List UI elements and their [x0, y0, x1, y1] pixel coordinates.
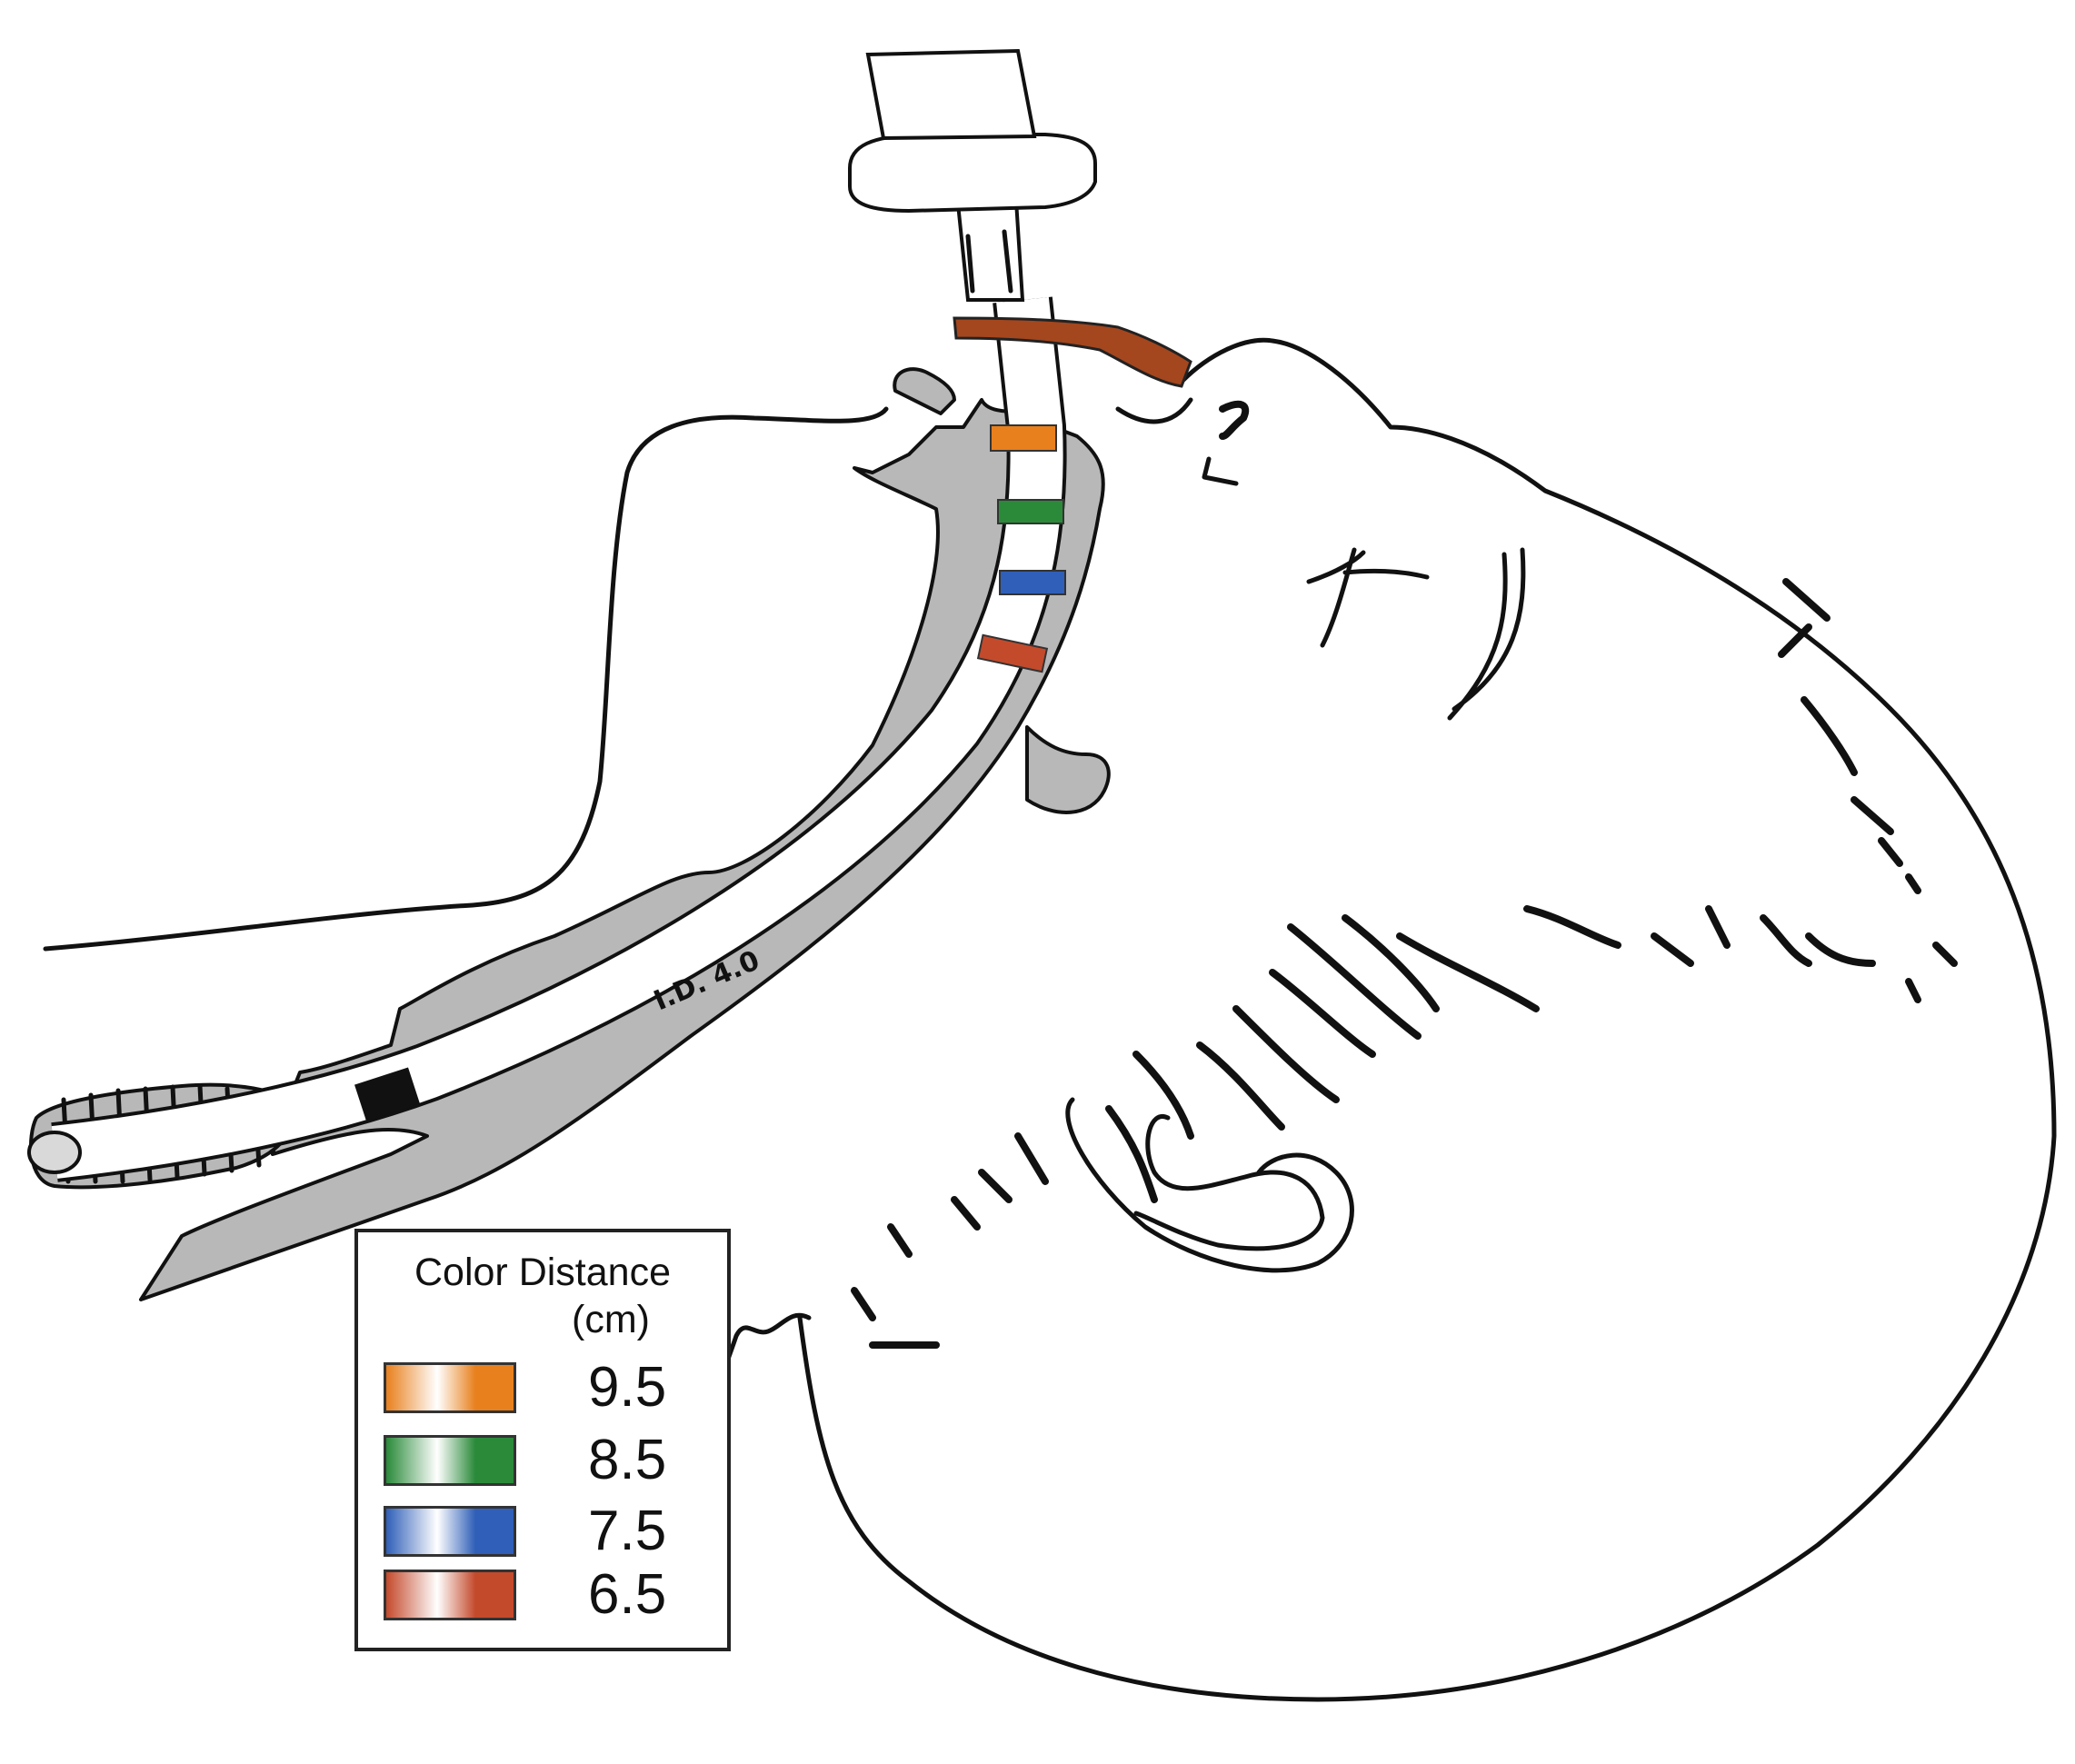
nostril-mark	[1219, 400, 1250, 440]
band-red	[976, 633, 1049, 673]
securing-tape	[953, 316, 1192, 388]
legend-value-green: 8.5	[588, 1429, 667, 1491]
legend-swatch-red	[384, 1570, 516, 1620]
legend-value-blue: 7.5	[588, 1500, 667, 1562]
epiglottis	[893, 367, 956, 415]
endotracheal-tube	[51, 296, 1063, 1179]
body-outline	[43, 406, 889, 952]
band-orange	[990, 424, 1057, 452]
legend-title: Color Distance (cm)	[358, 1249, 727, 1343]
legend-swatch-blue	[384, 1506, 516, 1557]
legend-unit: (cm)	[572, 1298, 650, 1341]
mouth-mark	[1202, 456, 1239, 486]
legend-value-orange: 9.5	[588, 1356, 667, 1419]
eye-mark	[1306, 547, 1430, 648]
legend-value-red: 6.5	[588, 1563, 667, 1626]
eyelid-mark	[1447, 547, 1526, 721]
blade-hook	[1025, 725, 1111, 814]
band-blue	[999, 570, 1066, 595]
tube-connector-stem-inner	[965, 229, 1013, 294]
tube-tip	[27, 1131, 82, 1174]
legend-row-green: 8.5	[384, 1429, 711, 1491]
legend-row-orange: 9.5	[384, 1358, 711, 1418]
head-outline	[797, 337, 2057, 1702]
tube-connector-cap	[865, 48, 1037, 141]
forehead-line	[1115, 397, 1193, 424]
ear-outer	[1065, 1097, 1354, 1273]
laryngoscope-blade	[139, 398, 1105, 1301]
tube-connector-flange	[848, 133, 1097, 214]
band-green	[997, 499, 1064, 524]
legend-row-blue: 7.5	[384, 1500, 711, 1562]
legend-swatch-orange	[384, 1362, 516, 1413]
color-distance-legend: Color Distance (cm) 9.5 8.5 7.5 6.5	[354, 1229, 731, 1651]
tube-depth-bands	[976, 424, 1066, 673]
tube-tip-marker	[354, 1067, 420, 1121]
legend-row-red: 6.5	[384, 1565, 711, 1625]
legend-swatch-green	[384, 1435, 516, 1486]
legend-title-text: Color Distance	[414, 1251, 671, 1294]
hair-strokes	[851, 578, 1958, 1349]
ear-inner	[1133, 1113, 1325, 1251]
